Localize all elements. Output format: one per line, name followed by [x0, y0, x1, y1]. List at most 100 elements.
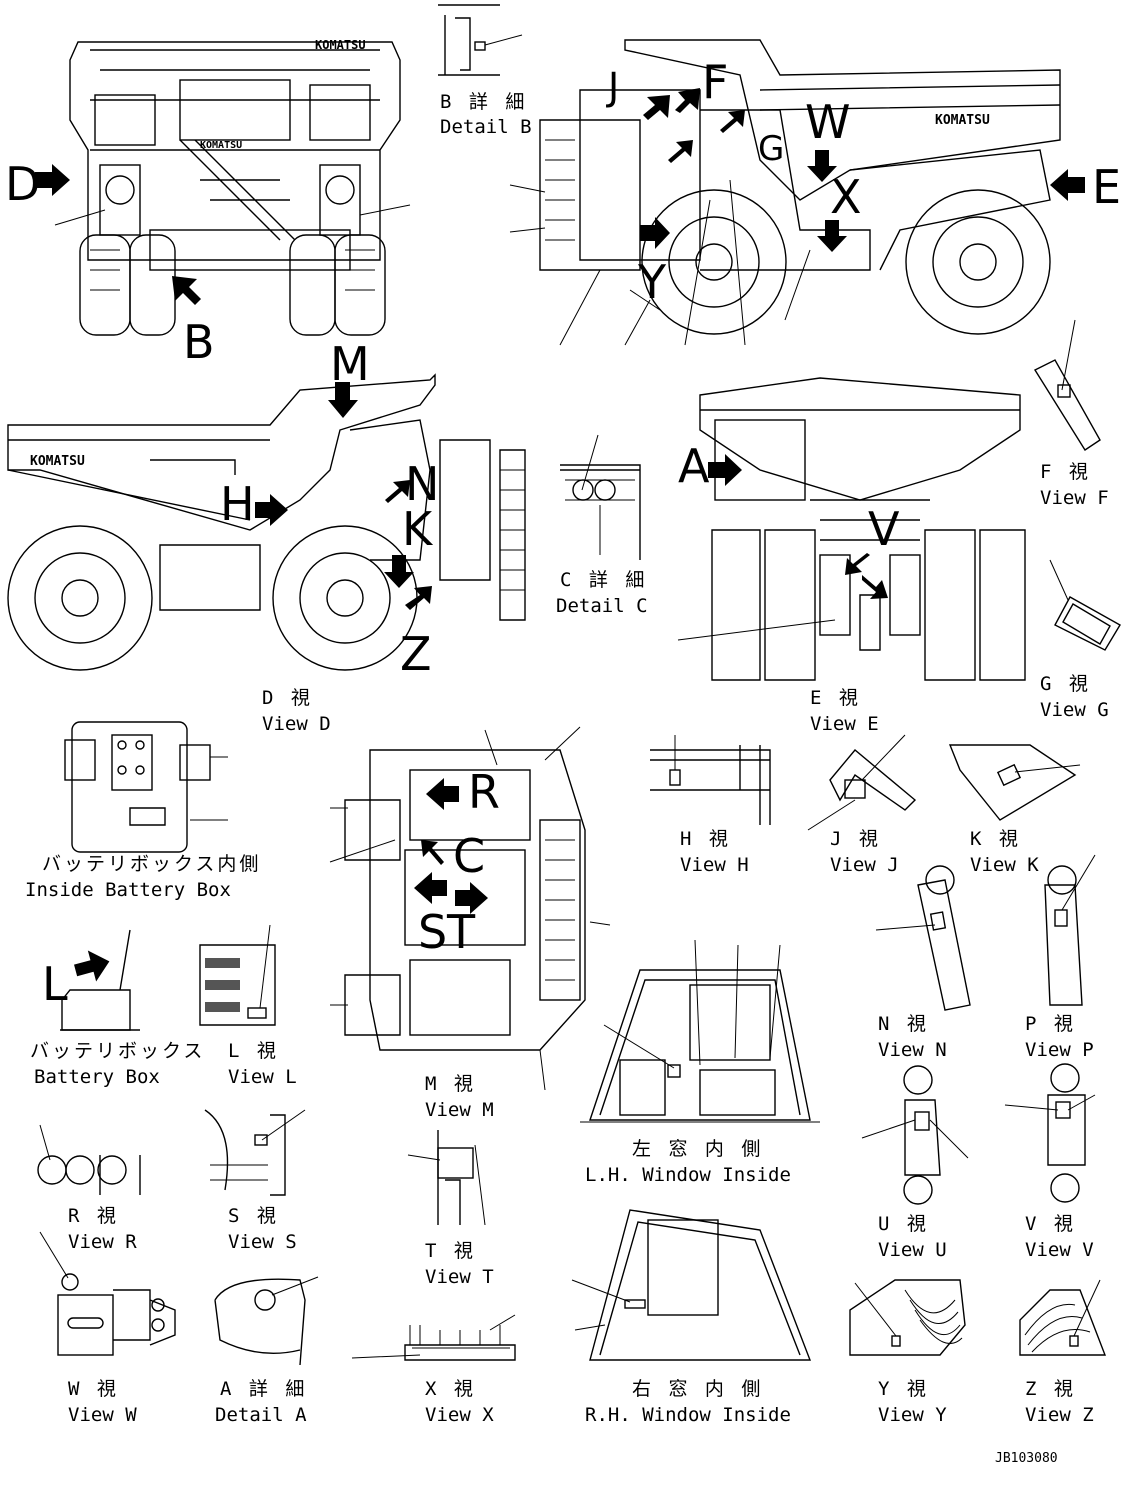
arrow-letter-a: A: [678, 439, 710, 493]
arrow-letter-n: N: [405, 457, 439, 511]
view-u: U 視 View U: [861, 1065, 969, 1261]
arrow-letter-x: X: [830, 170, 862, 224]
caption-view-x-jp: X 視: [425, 1378, 476, 1400]
arrow-l: [74, 950, 110, 982]
arrow-f: [675, 88, 700, 113]
arrow-letter-c: C: [453, 829, 485, 883]
arrow-n: [385, 480, 410, 503]
view-v: V 視 View V: [1004, 1063, 1096, 1261]
caption-view-n-jp: N 視: [878, 1013, 929, 1035]
view-j: J 視 View J: [807, 734, 917, 876]
arrow-letter-f: F: [702, 55, 728, 109]
caption-detail-b-jp: B 詳 細: [440, 91, 527, 113]
arrow-e: [1050, 169, 1085, 201]
caption-view-h-en: View H: [680, 854, 749, 876]
brand-logo-side-left: KOMATSU: [30, 454, 85, 469]
view-y: Y 視 View Y: [849, 1279, 966, 1426]
arrow-letter-k: K: [402, 502, 434, 556]
caption-view-x-en: View X: [425, 1404, 494, 1426]
side-view-truck-right: KOMATSU F J W E X Y G: [509, 39, 1121, 346]
caption-rh-window-en: R.H. Window Inside: [585, 1404, 791, 1426]
arrow-letter-r: R: [468, 765, 500, 819]
caption-view-s-en: View S: [228, 1231, 297, 1253]
arrow-letter-j: J: [606, 65, 619, 109]
lh-window-inside: 左 窓 内 側 L.H. Window Inside: [580, 939, 820, 1186]
view-w: W 視 View W: [39, 1231, 176, 1426]
view-r: R 視 View R: [37, 1124, 141, 1253]
caption-battery-box-en: Battery Box: [34, 1066, 160, 1088]
caption-view-g-jp: G 視: [1040, 673, 1091, 695]
arrow-s: [414, 872, 447, 904]
view-t: T 視 View T: [407, 1130, 494, 1288]
caption-view-l-en: View L: [228, 1066, 297, 1088]
caption-lh-window-en: L.H. Window Inside: [585, 1164, 791, 1186]
arrow-a: [708, 454, 742, 486]
caption-battery-inside-en: Inside Battery Box: [25, 879, 231, 901]
arrow-letter-m: M: [330, 337, 370, 391]
view-g: G 視 View G: [1040, 559, 1121, 721]
arrow-letter-g: G: [758, 129, 784, 169]
caption-view-j-en: View J: [830, 854, 899, 876]
arrow-letter-v: V: [868, 502, 900, 556]
brand-logo-front: KOMATSU: [315, 38, 366, 52]
caption-view-v-en: View V: [1025, 1239, 1094, 1261]
battery-box: L バッテリボックス Battery Box: [30, 929, 205, 1088]
view-m: R C S T M 視 View M: [329, 726, 611, 1121]
caption-view-w-jp: W 視: [68, 1378, 119, 1400]
arrow-letter-h: H: [220, 477, 255, 531]
detail-a: A 詳 細 Detail A: [214, 1276, 319, 1426]
caption-view-t-en: View T: [425, 1266, 494, 1288]
caption-view-p-jp: P 視: [1025, 1013, 1076, 1035]
arrow-k: [384, 555, 414, 588]
view-l: L 視 View L: [199, 924, 297, 1088]
caption-view-r-en: View R: [68, 1231, 137, 1253]
caption-view-f-jp: F 視: [1040, 461, 1091, 483]
view-x: X 視 View X: [351, 1314, 516, 1426]
caption-view-t-jp: T 視: [425, 1240, 476, 1262]
arrow-r: [426, 778, 459, 810]
caption-view-u-en: View U: [878, 1239, 947, 1261]
arrow-letter-b: B: [183, 315, 215, 369]
caption-view-g-en: View G: [1040, 699, 1109, 721]
caption-view-r-jp: R 視: [68, 1205, 119, 1227]
arrow-y: [640, 217, 670, 249]
caption-lh-window-jp: 左 窓 内 側: [632, 1138, 763, 1160]
arrow-b: [172, 276, 201, 305]
view-f: F 視 View F: [1033, 319, 1109, 509]
arrow-j: [643, 95, 670, 120]
arrow-c-top: [421, 840, 444, 865]
arrow-i: [720, 110, 745, 133]
brand-logo-side-right: KOMATSU: [935, 113, 990, 128]
caption-view-e-jp: E 視: [810, 687, 861, 709]
caption-view-s-jp: S 視: [228, 1205, 279, 1227]
detail-c: C 詳 細 Detail C: [556, 434, 648, 617]
view-k: K 視 View K: [948, 744, 1081, 876]
caption-battery-box-jp: バッテリボックス: [30, 1040, 205, 1062]
caption-detail-b-en: Detail B: [440, 116, 532, 138]
arrow-x: [817, 220, 847, 252]
view-e-rear: A V E 視 View E: [677, 377, 1026, 735]
caption-view-j-jp: J 視: [830, 828, 881, 850]
caption-detail-c-jp: C 詳 細: [560, 569, 647, 591]
rh-window-inside: 右 窓 内 側 R.H. Window Inside: [571, 1209, 812, 1426]
view-z: Z 視 View Z: [1019, 1279, 1107, 1426]
caption-view-p-en: View P: [1025, 1039, 1094, 1061]
caption-view-k-jp: K 視: [970, 828, 1021, 850]
brand-logo-grille: KOMATSU: [200, 140, 242, 151]
caption-view-k-en: View K: [970, 854, 1039, 876]
inside-battery-box: バッテリボックス内側 Inside Battery Box: [25, 721, 258, 901]
arrow-z: [405, 586, 432, 610]
caption-view-d-jp: D 視: [262, 687, 313, 709]
caption-view-w-en: View W: [68, 1404, 137, 1426]
arrow-u: [862, 575, 888, 599]
caption-view-y-en: View Y: [878, 1404, 947, 1426]
caption-rh-window-jp: 右 窓 内 側: [632, 1378, 763, 1400]
caption-view-f-en: View F: [1040, 487, 1109, 509]
caption-detail-c-en: Detail C: [556, 595, 648, 617]
caption-view-n-en: View N: [878, 1039, 947, 1061]
arrow-v: [845, 553, 870, 575]
caption-view-l-jp: L 視: [228, 1040, 279, 1062]
caption-view-u-jp: U 視: [878, 1213, 929, 1235]
arrow-letter-e: E: [1092, 160, 1121, 214]
